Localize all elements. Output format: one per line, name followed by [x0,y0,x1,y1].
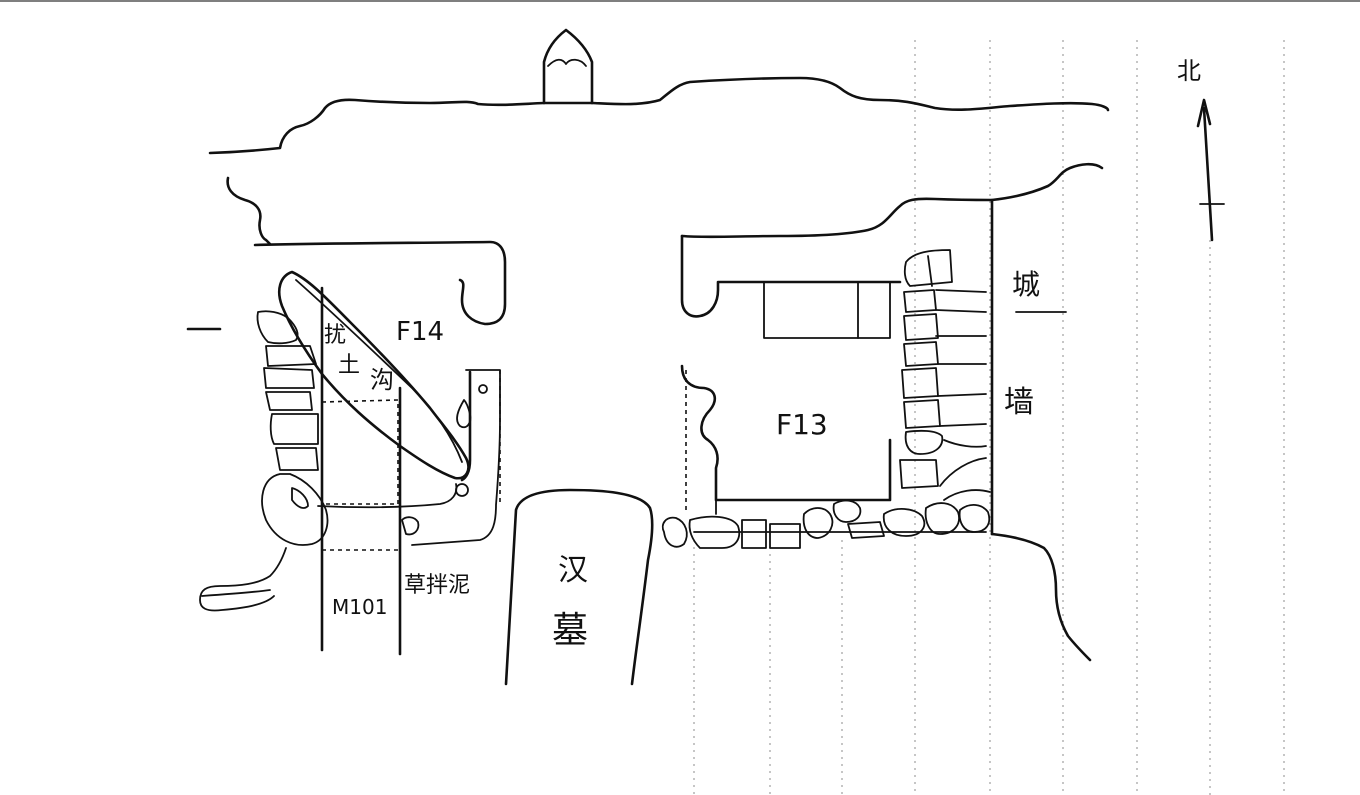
f13-outline [680,234,902,318]
label-han-tomb-char-2: 墓 [552,610,588,651]
f14-bottom-edge [317,483,458,509]
label-ditch-char-1: 扰 [324,323,346,348]
label-ditch-char-3: 沟 [370,366,394,394]
label-grass-mud: 草拌泥 [404,573,470,598]
north-label: 北 [1177,57,1201,85]
label-city-wall-char-2: 墙 [1004,385,1034,420]
paper-ruling [693,40,1285,795]
f14-west-stones [199,310,329,612]
label-ditch-char-2: 土 [338,353,360,378]
m101-small-feature [401,516,420,536]
f14-east-wall [411,369,501,546]
north-arrow-head [1196,98,1212,128]
lower-wall-outline [226,176,272,246]
city-wall-south-edge [990,532,1092,662]
upper-wall-outline [208,76,1110,155]
f13-east-stones [899,249,991,501]
f14-small-ring [455,483,469,497]
f14-inner-square [321,399,399,505]
ditch-flow-line [295,279,463,463]
lower-wall-outline-right [680,162,1104,239]
f13-upper-box [763,281,891,339]
arch-feature [542,28,594,105]
label-han-tomb-char-1: 汉 [558,553,588,588]
label-city-wall-char-1: 城 [1012,268,1040,301]
f13-south-stones [661,499,991,549]
f13-west-wall [680,364,892,502]
droplet-feature [456,399,472,429]
small-circle-feature [478,384,488,394]
han-tomb-outline [504,488,654,686]
north-arrow [1196,98,1225,242]
arch-feature-inner [547,58,587,67]
north-arrow-shaft [1202,106,1214,242]
label-f14: F14 [396,317,444,347]
label-f13: F13 [776,408,828,441]
label-m101: M101 [332,595,387,619]
f14-outline [253,240,507,326]
